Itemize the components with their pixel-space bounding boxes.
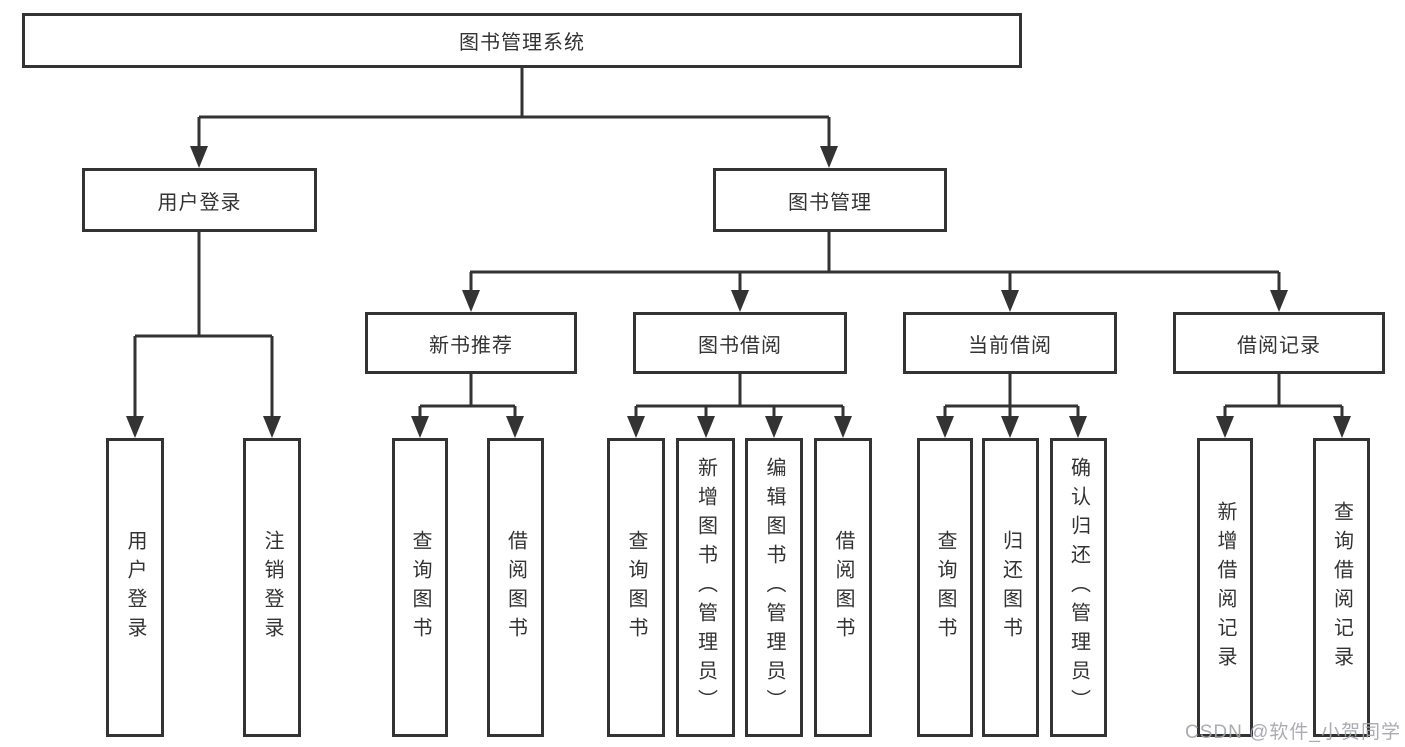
leaf-logout-label: 注销登录 [261, 529, 283, 646]
leaf-edit-book-admin-label: 编辑图书（管理员） [763, 457, 785, 718]
node-user-login: 用户登录 [82, 168, 317, 232]
leaf-query-books-recommend-label: 查询图书 [409, 529, 431, 646]
leaf-logout: 注销登录 [243, 438, 301, 737]
node-borrowing-records: 借阅记录 [1173, 312, 1385, 374]
leaf-query-books-recommend: 查询图书 [392, 438, 448, 737]
leaf-borrow-books-recommend: 借阅图书 [487, 438, 544, 737]
node-new-book-recommend-label: 新书推荐 [429, 334, 513, 357]
connector-segments [133, 68, 1344, 420]
leaf-confirm-return-admin-label: 确认归还（管理员） [1067, 457, 1090, 718]
leaf-add-borrow-record: 新增借阅记录 [1197, 438, 1253, 737]
leaf-borrow-books-recommend-label: 借阅图书 [504, 529, 527, 646]
arrowheads [126, 146, 1351, 438]
leaf-add-book-admin: 新增图书（管理员） [676, 438, 735, 737]
leaf-add-book-admin-label: 新增图书（管理员） [694, 457, 717, 718]
leaf-return-books: 归还图书 [982, 438, 1039, 737]
leaf-query-books-borrowing: 查询图书 [607, 438, 665, 737]
node-book-borrowing-label: 图书借阅 [698, 334, 782, 357]
node-root-label: 图书管理系统 [459, 32, 585, 54]
leaf-user-login: 用户登录 [106, 438, 164, 737]
csdn-watermark: CSDN @软件_小贺同学 [1185, 722, 1401, 743]
leaf-query-books-current: 查询图书 [917, 438, 973, 737]
leaf-query-books-borrowing-label: 查询图书 [625, 529, 647, 646]
node-root: 图书管理系统 [22, 13, 1022, 68]
node-book-management: 图书管理 [713, 168, 947, 232]
leaf-confirm-return-admin: 确认归还（管理员） [1050, 438, 1107, 737]
leaf-query-borrow-record: 查询借阅记录 [1313, 438, 1370, 737]
node-user-login-label: 用户登录 [157, 191, 242, 214]
leaf-query-borrow-record-label: 查询借阅记录 [1330, 500, 1353, 675]
node-book-management-label: 图书管理 [788, 191, 872, 214]
leaf-borrow-books-borrowing-label: 借阅图书 [832, 529, 854, 646]
leaf-return-books-label: 归还图书 [999, 529, 1022, 646]
node-book-borrowing: 图书借阅 [633, 312, 847, 374]
leaf-edit-book-admin: 编辑图书（管理员） [745, 438, 803, 737]
node-current-borrowing-label: 当前借阅 [968, 334, 1052, 357]
node-new-book-recommend: 新书推荐 [365, 312, 577, 374]
leaf-user-login-label: 用户登录 [124, 529, 146, 646]
leaf-query-books-current-label: 查询图书 [934, 529, 956, 646]
node-current-borrowing: 当前借阅 [903, 312, 1117, 374]
node-borrowing-records-label: 借阅记录 [1237, 334, 1321, 357]
leaf-add-borrow-record-label: 新增借阅记录 [1214, 500, 1236, 675]
leaf-borrow-books-borrowing: 借阅图书 [814, 438, 872, 737]
